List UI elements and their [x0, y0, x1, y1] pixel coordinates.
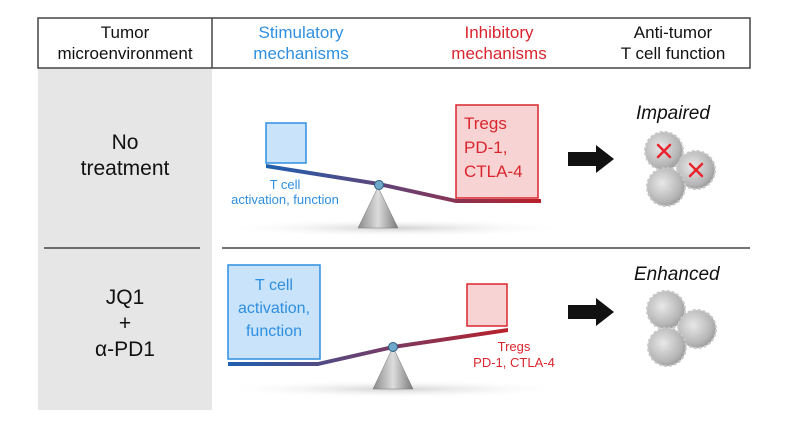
outcome-enhanced: Enhanced	[634, 264, 720, 285]
arrow-right	[568, 298, 614, 326]
header-stimulatory: Stimulatory mechanisms	[253, 23, 349, 63]
arrow-right	[568, 145, 614, 173]
stimulatory-block	[227, 264, 321, 360]
header-box	[37, 17, 751, 69]
x-mark-icon	[688, 162, 704, 178]
x-mark-icon	[656, 143, 672, 159]
row-label-no-treatment: No treatment	[80, 131, 170, 180]
header-antitumor: Anti-tumor T cell function	[620, 23, 726, 63]
seesaw-beam	[266, 164, 541, 203]
pivot	[388, 342, 398, 352]
t-cell	[647, 327, 687, 367]
row-label-panel	[38, 68, 212, 410]
fulcrum	[357, 186, 399, 229]
pivot	[374, 180, 384, 190]
header-tumor-microenvironment: Tumor microenvironment	[57, 23, 193, 63]
t-cell	[677, 309, 717, 349]
header-inhibitory: Inhibitory mechanisms	[451, 23, 547, 63]
outcome-impaired: Impaired	[636, 103, 710, 124]
stimulatory-block	[265, 122, 307, 164]
t-cell	[646, 290, 686, 330]
seesaw-beam	[228, 328, 508, 366]
t-cell	[646, 167, 686, 207]
row-label-jq1-apd1: JQ1 + α-PD1	[95, 286, 155, 361]
inhibitory-block	[466, 283, 508, 327]
fulcrum	[372, 346, 414, 390]
inhibitory-block	[455, 104, 539, 199]
